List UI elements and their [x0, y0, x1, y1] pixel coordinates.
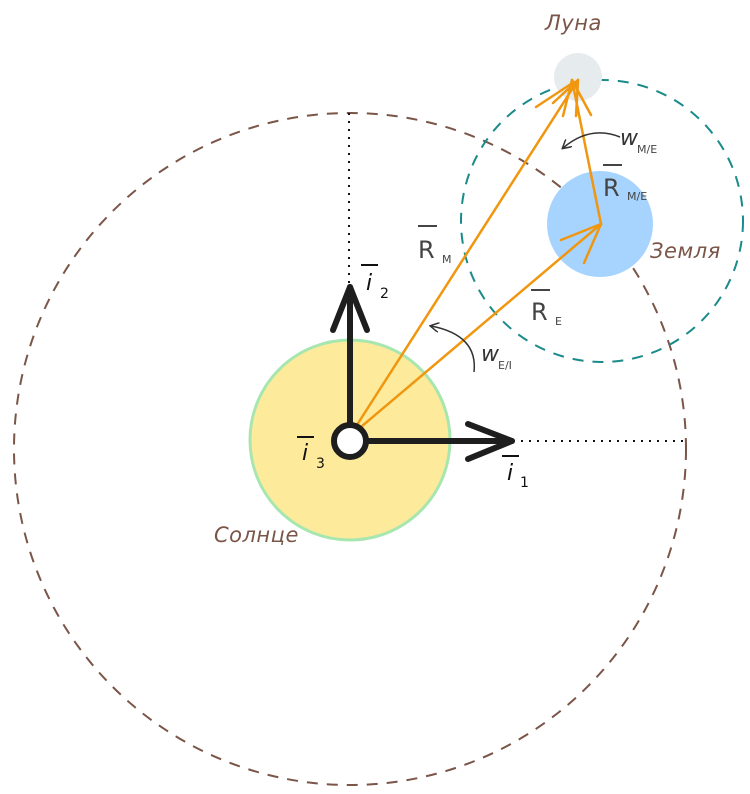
vector-r-m — [353, 78, 580, 430]
earth-orbit — [460, 79, 744, 363]
svg-text:E/I: E/I — [498, 359, 512, 372]
svg-text:R: R — [531, 298, 548, 326]
arc-w-me — [563, 132, 621, 148]
axis-i3-origin — [331, 422, 369, 460]
label-i3: i 3 — [297, 436, 325, 472]
svg-text:M/E: M/E — [627, 190, 647, 203]
label-r-e: R E — [531, 289, 562, 328]
svg-text:M: M — [442, 253, 452, 266]
axis-i2-arrow — [330, 284, 370, 444]
sun-label: Солнце — [214, 523, 299, 547]
label-w-ei: w E/I — [481, 342, 512, 372]
axis-i1-arrow — [347, 421, 515, 462]
svg-text:i: i — [302, 441, 308, 466]
svg-text:2: 2 — [380, 286, 389, 302]
earth-label: Земля — [650, 239, 721, 263]
moon-label: Луна — [544, 11, 602, 35]
moon — [554, 53, 602, 101]
svg-text:w: w — [481, 342, 500, 367]
arc-w-ei — [431, 326, 476, 373]
label-w-me: w M/E — [620, 126, 657, 156]
vector-r-e — [353, 222, 603, 434]
svg-text:R: R — [603, 174, 620, 202]
label-r-m: R M — [418, 225, 452, 266]
vector-r-me — [534, 78, 603, 226]
svg-text:E: E — [555, 315, 562, 328]
svg-text:M/E: M/E — [637, 143, 657, 156]
label-i1: i 1 — [502, 455, 529, 491]
label-i2: i 2 — [361, 264, 389, 302]
svg-text:i: i — [507, 461, 513, 486]
svg-text:i: i — [366, 271, 372, 296]
svg-text:3: 3 — [316, 456, 325, 472]
svg-text:1: 1 — [520, 475, 529, 491]
svg-text:R: R — [418, 236, 435, 264]
svg-text:w: w — [620, 126, 639, 151]
label-r-me: R M/E — [603, 164, 647, 203]
